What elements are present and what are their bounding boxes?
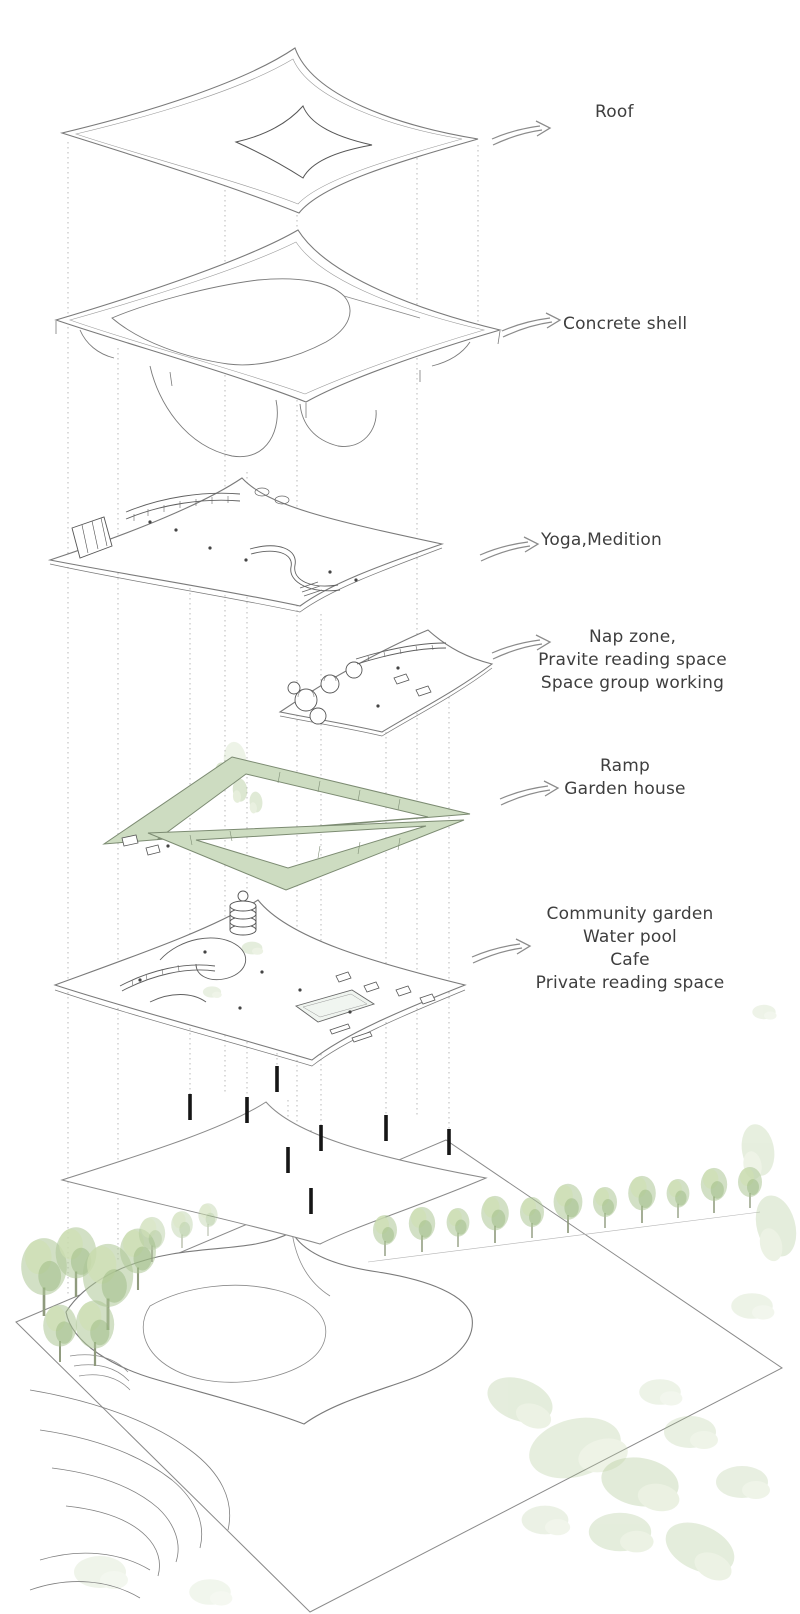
- label-nap-zone-line1: Nap zone,: [588, 627, 677, 647]
- label-ground-floor-line2: Water pool: [583, 927, 677, 947]
- label-ground-floor: Community garden Water pool Cafe Private…: [520, 903, 740, 995]
- arrow-concrete-shell: [501, 312, 561, 338]
- label-yoga-text: Yoga,Medition: [541, 530, 662, 550]
- label-ramp-line1: Ramp: [599, 756, 650, 776]
- label-nap-zone-line2: Pravite reading space: [538, 650, 727, 670]
- roof-layer: [59, 47, 479, 214]
- label-roof-text: Roof: [595, 102, 634, 122]
- label-ground-floor-line4: Private reading space: [535, 973, 725, 993]
- site-ground-plane: [15, 1004, 800, 1613]
- label-nap-zone-line3: Space group working: [540, 673, 725, 693]
- ramp-garden-layer: [102, 740, 471, 891]
- label-ramp: Ramp Garden house: [545, 755, 705, 801]
- yoga-meditation-layer: [47, 477, 445, 613]
- community-garden-layer: [53, 890, 467, 1067]
- label-nap-zone: Nap zone, Pravite reading space Space gr…: [525, 626, 740, 695]
- arrow-roof: [491, 120, 551, 146]
- label-roof: Roof: [595, 101, 634, 124]
- ground-slab: [60, 1101, 488, 1245]
- label-ground-floor-line1: Community garden: [546, 904, 714, 924]
- label-ground-floor-line3: Cafe: [610, 950, 650, 970]
- label-concrete-shell-text: Concrete shell: [563, 314, 688, 334]
- concrete-shell-layer: [54, 229, 503, 458]
- nap-zone-layer: [278, 629, 494, 737]
- label-ramp-line2: Garden house: [564, 779, 686, 799]
- label-concrete-shell: Concrete shell: [563, 313, 687, 336]
- structural-columns: [188, 1066, 451, 1214]
- arrow-yoga: [479, 536, 539, 562]
- label-yoga: Yoga,Medition: [541, 529, 662, 552]
- landscape-contours: [29, 1389, 231, 1599]
- building-footprint: [65, 1231, 473, 1425]
